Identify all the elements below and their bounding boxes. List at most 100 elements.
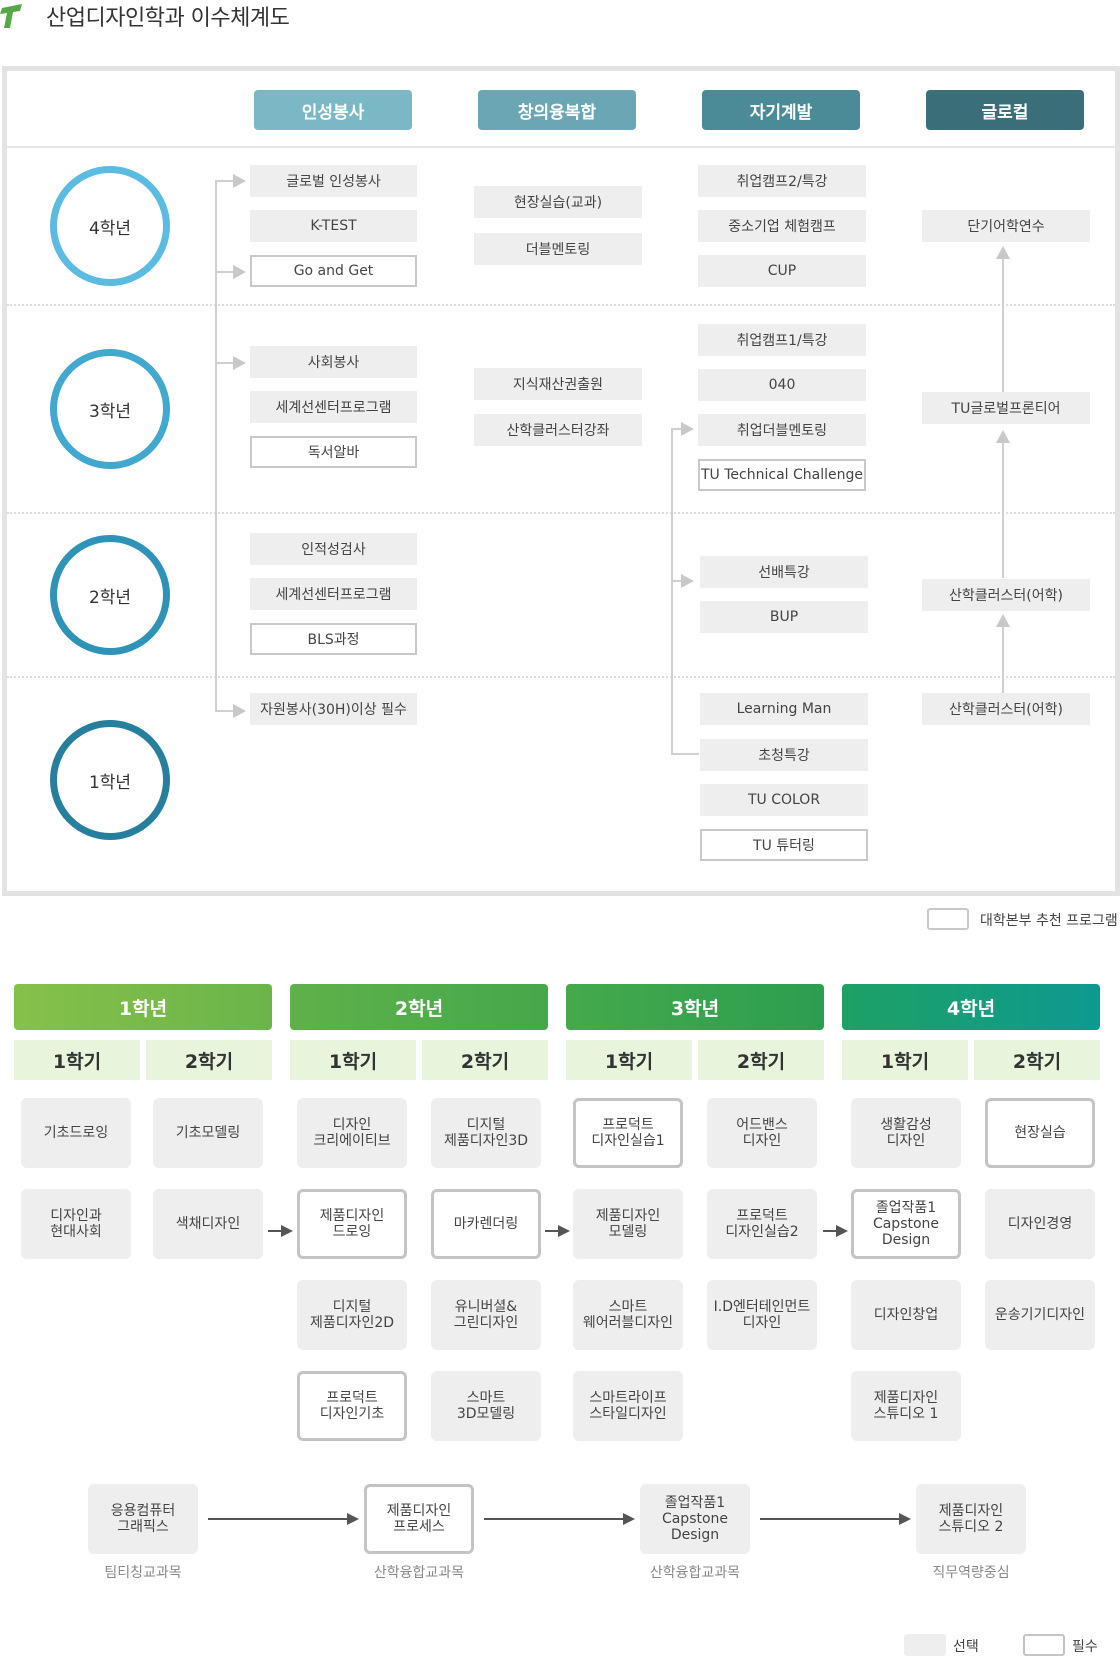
connector-line [215, 180, 233, 182]
connector-line [671, 428, 673, 754]
course-card: 디자인경영 [985, 1189, 1095, 1259]
course-card-required: 프로덕트 디자인실습1 [573, 1098, 683, 1168]
course-card-required: 졸업작품1 Capstone Design [851, 1189, 961, 1259]
course-card: 디지털 제품디자인2D [297, 1280, 407, 1350]
course-card: 생활감성 디자인 [851, 1098, 961, 1168]
program-box: 세계선센터프로그램 [250, 578, 417, 610]
program-box: K-TEST [250, 210, 417, 242]
program-box: 취업더블멘토링 [698, 414, 866, 446]
semester-label: 1학기 [290, 1040, 416, 1080]
course-card-required: 제품디자인 드로잉 [297, 1189, 407, 1259]
program-box: 산학클러스터(어학) [922, 693, 1090, 725]
legend-label-required: 필수 [1072, 1639, 1098, 1655]
semester-label: 1학기 [842, 1040, 968, 1080]
legend-swatch-elective [904, 1634, 946, 1656]
course-card: 디자인창업 [851, 1280, 961, 1350]
arrow-right-icon [233, 704, 246, 718]
course-card: 프로덕트 디자인실습2 [707, 1189, 817, 1259]
connector-line [215, 271, 233, 273]
program-box-recommended: 독서알바 [250, 436, 417, 468]
course-card: 스마트 웨어러블디자인 [573, 1280, 683, 1350]
arrow-up-icon [996, 246, 1010, 259]
flow-caption: 팀티칭교과목 [104, 1565, 182, 1581]
arrow-right-icon [558, 1225, 570, 1237]
program-box: 세계선센터프로그램 [250, 391, 417, 423]
course-card: 기초드로잉 [21, 1098, 131, 1168]
semester-label: 2학기 [422, 1040, 548, 1080]
course-card: 유니버셜& 그린디자인 [431, 1280, 541, 1350]
program-box: 인적성검사 [250, 533, 417, 565]
arrow-up-icon [996, 430, 1010, 443]
program-box: 040 [698, 369, 866, 401]
arrow-right-icon [347, 1513, 359, 1525]
program-box: 단기어학연수 [922, 210, 1090, 242]
flow-course-card: 응용컴퓨터 그래픽스 [88, 1484, 198, 1554]
program-box: 사회봉사 [250, 346, 417, 378]
program-box: 글로벌 인성봉사 [250, 165, 417, 197]
program-box: 중소기업 체험캠프 [698, 210, 866, 242]
category-glocal: 글로컬 [926, 90, 1084, 130]
course-card-required: 현장실습 [985, 1098, 1095, 1168]
connector-line [671, 580, 681, 582]
connector-line [1002, 624, 1004, 694]
legend-label: 대학본부 추천 프로그램 [980, 913, 1118, 929]
legend-swatch-recommended [927, 908, 969, 930]
flow-caption: 산학융합교과목 [649, 1565, 741, 1581]
course-card: 색채디자인 [153, 1189, 263, 1259]
program-box: 더블멘토링 [474, 233, 642, 265]
grade-2-circle: 2학년 [50, 535, 170, 655]
legend-label-elective: 선택 [953, 1639, 979, 1655]
arrow-line [823, 1230, 837, 1232]
program-box: 지식재산권출원 [474, 368, 642, 400]
connector-line [671, 753, 699, 755]
flow-course-card: 제품디자인 스튜디오 2 [916, 1484, 1026, 1554]
program-box-recommended: Go and Get [250, 255, 417, 287]
legend-swatch-required [1023, 1634, 1065, 1656]
year-1-header: 1학년 [14, 984, 272, 1030]
arrow-right-icon [899, 1513, 911, 1525]
course-card: I.D엔터테인먼트 디자인 [707, 1280, 817, 1350]
program-box-recommended: BLS과정 [250, 623, 417, 655]
category-creative-convergence: 창의융복합 [478, 90, 636, 130]
category-character-service: 인성봉사 [254, 90, 412, 130]
course-card: 제품디자인 모델링 [573, 1189, 683, 1259]
program-box-recommended: TU Technical Challenge [698, 459, 866, 491]
semester-label: 2학기 [974, 1040, 1100, 1080]
program-box-recommended: TU 튜터링 [700, 829, 868, 861]
course-card: 디자인 크리에이티브 [297, 1098, 407, 1168]
course-card: 어드밴스 디자인 [707, 1098, 817, 1168]
program-box: 산학클러스터강좌 [474, 414, 642, 446]
program-box: 현장실습(교과) [474, 186, 642, 218]
flow-caption: 직무역량중심 [932, 1565, 1010, 1581]
program-box: BUP [700, 601, 868, 633]
arrow-right-icon [233, 356, 246, 370]
year-3-header: 3학년 [566, 984, 824, 1030]
connector-line [215, 710, 233, 712]
semester-label: 2학기 [146, 1040, 272, 1080]
course-card: 운송기기디자인 [985, 1280, 1095, 1350]
arrow-right-icon [681, 422, 694, 436]
arrow-line [268, 1230, 282, 1232]
arrow-up-icon [996, 614, 1010, 627]
page-title: 산업디자인학과 이수체계도 [46, 6, 290, 31]
header-divider [7, 146, 1115, 148]
program-box: 선배특강 [700, 556, 868, 588]
arrow-right-icon [281, 1225, 293, 1237]
arrow-line [208, 1518, 348, 1520]
course-card-required: 프로덕트 디자인기초 [297, 1371, 407, 1441]
course-card: 디자인과 현대사회 [21, 1189, 131, 1259]
program-box: 취업캠프1/특강 [698, 324, 866, 356]
grade-1-circle: 1학년 [50, 720, 170, 840]
semester-label: 1학기 [566, 1040, 692, 1080]
row-divider [7, 512, 1115, 514]
arrow-right-icon [681, 574, 694, 588]
course-card-required: 마카렌더링 [431, 1189, 541, 1259]
course-card: 기초모델링 [153, 1098, 263, 1168]
category-self-development: 자기계발 [702, 90, 860, 130]
flow-course-card-required: 제품디자인 프로세스 [364, 1484, 474, 1554]
flow-course-card: 졸업작품1 Capstone Design [640, 1484, 750, 1554]
row-divider [7, 304, 1115, 306]
course-card: 스마트라이프 스타일디자인 [573, 1371, 683, 1441]
course-card: 디지털 제품디자인3D [431, 1098, 541, 1168]
semester-label: 2학기 [698, 1040, 824, 1080]
